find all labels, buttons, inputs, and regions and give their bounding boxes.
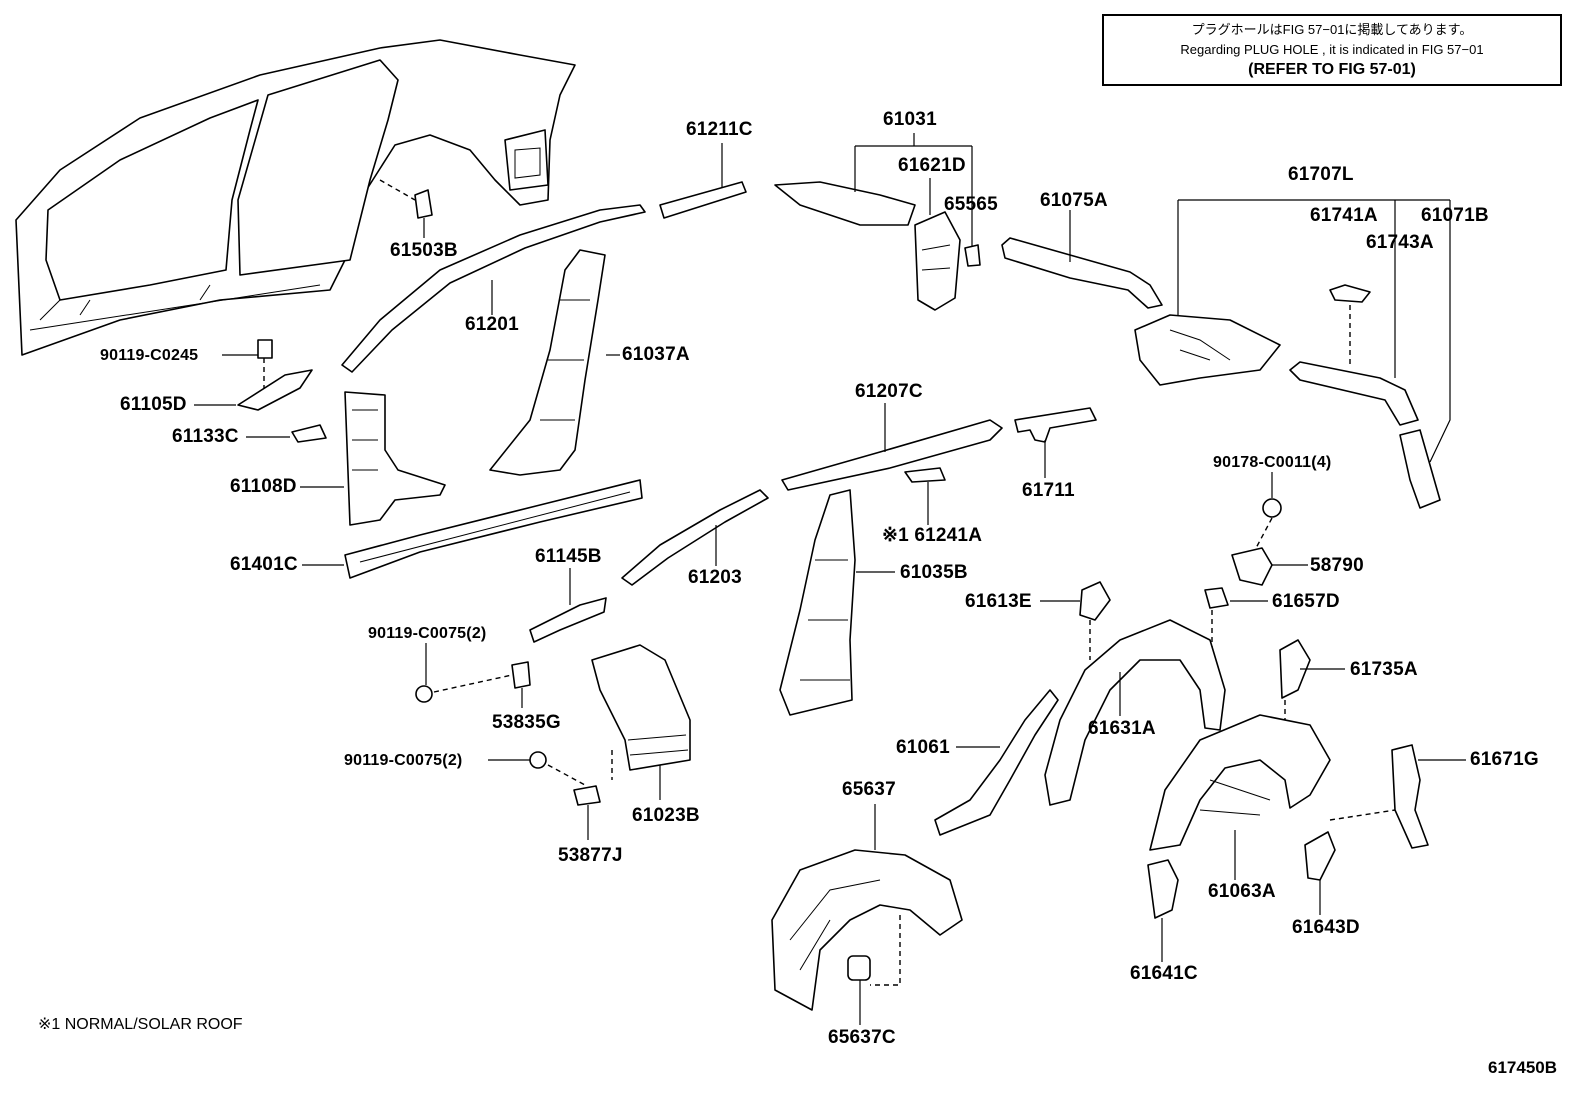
part-61707l [1134,199,1451,509]
part-label-61613e[interactable]: 61613E [965,591,1032,612]
part-65637c [847,955,871,1025]
part-61241a [904,467,946,525]
part-61108d [300,391,446,526]
part-label-90119-c0075-upper[interactable]: 90119-C0075(2) [368,625,487,642]
part-label-61211c[interactable]: 61211C [686,119,753,140]
part-label-61401c[interactable]: 61401C [230,554,298,575]
part-90119-c0075-lower [488,751,601,840]
part-label-61201[interactable]: 61201 [465,314,519,335]
part-label-61707l[interactable]: 61707L [1288,164,1354,185]
part-65637 [771,804,963,1011]
part-label-61061[interactable]: 61061 [896,737,950,758]
part-61207c [781,403,1003,491]
part-label-65637[interactable]: 65637 [842,779,896,800]
part-90119-c0075-upper [415,643,531,708]
part-label-61641c[interactable]: 61641C [1130,963,1198,984]
part-label-53835g[interactable]: 53835G [492,712,561,733]
part-label-53877j[interactable]: 53877J [558,845,623,866]
figure-number: 617450B [1488,1058,1558,1077]
part-label-61743a[interactable]: 61743A [1366,232,1434,253]
note-japanese: プラグホールはFIG 57−01に掲載してあります。 [1191,22,1473,37]
part-label-61075a[interactable]: 61075A [1040,190,1108,211]
part-label-65565[interactable]: 65565 [944,194,998,215]
part-label-61671g[interactable]: 61671G [1470,749,1539,770]
part-label-61741a[interactable]: 61741A [1310,205,1378,226]
body-side-outer-panel [15,39,576,356]
part-label-61031[interactable]: 61031 [883,109,937,130]
part-61023b [591,644,691,800]
part-label-61105d[interactable]: 61105D [120,394,187,415]
part-61641c [1147,859,1179,962]
part-61671g [1329,744,1466,849]
part-61711 [1014,407,1097,478]
part-61631a [1044,619,1226,806]
part-label-61621d[interactable]: 61621D [898,155,966,176]
footnote: ※1 NORMAL/SOLAR ROOF [38,1016,243,1033]
part-61613e [1040,581,1111,660]
part-label-61145b[interactable]: 61145B [535,546,602,567]
part-61503b [379,179,433,238]
part-61063a [1149,714,1331,880]
part-label-61643d[interactable]: 61643D [1292,917,1360,938]
note-english: Regarding PLUG HOLE , it is indicated in… [1180,42,1484,57]
part-label-61657d[interactable]: 61657D [1272,591,1340,612]
part-61037a [489,249,620,476]
part-label-61035b[interactable]: 61035B [900,562,968,583]
part-61075a [1001,210,1163,309]
part-label-58790[interactable]: 58790 [1310,555,1364,576]
part-label-61203[interactable]: 61203 [688,567,742,588]
part-61035b [779,489,895,716]
part-label-90178-c0011[interactable]: 90178-C0011(4) [1213,454,1332,471]
part-label-61735a[interactable]: 61735A [1350,659,1418,680]
plug-hole-note: プラグホールはFIG 57−01に掲載してあります。 Regarding PLU… [1102,14,1562,86]
part-label-61063a[interactable]: 61063A [1208,881,1276,902]
note-reference: (REFER TO FIG 57-01) [1248,61,1416,78]
part-label-61207c[interactable]: 61207C [855,381,923,402]
part-90119-c0245 [194,339,327,443]
part-61211c [659,143,747,219]
part-61643d [1304,831,1336,915]
part-61061 [934,689,1059,836]
part-label-61023b[interactable]: 61023B [632,805,700,826]
part-label-65637c[interactable]: 65637C [828,1027,896,1048]
part-61031 [774,133,981,311]
part-label-61133c[interactable]: 61133C [172,426,239,447]
part-label-61071b[interactable]: 61071B [1421,205,1489,226]
part-61145b [529,568,607,643]
part-label-90119-c0245[interactable]: 90119-C0245 [100,347,199,364]
part-label-61503b[interactable]: 61503B [390,240,458,261]
part-label-61037a[interactable]: 61037A [622,344,690,365]
part-label-90119-c0075-lower[interactable]: 90119-C0075(2) [344,752,463,769]
part-61203 [621,489,769,586]
part-label-61631a[interactable]: 61631A [1088,718,1156,739]
part-label-61241a[interactable]: ※1 61241A [882,525,983,546]
part-90178-c0011 [1231,472,1308,586]
part-label-61711[interactable]: 61711 [1022,480,1075,501]
part-61201 [341,204,646,373]
part-61401c [302,479,643,579]
part-label-61108d[interactable]: 61108D [230,476,297,497]
